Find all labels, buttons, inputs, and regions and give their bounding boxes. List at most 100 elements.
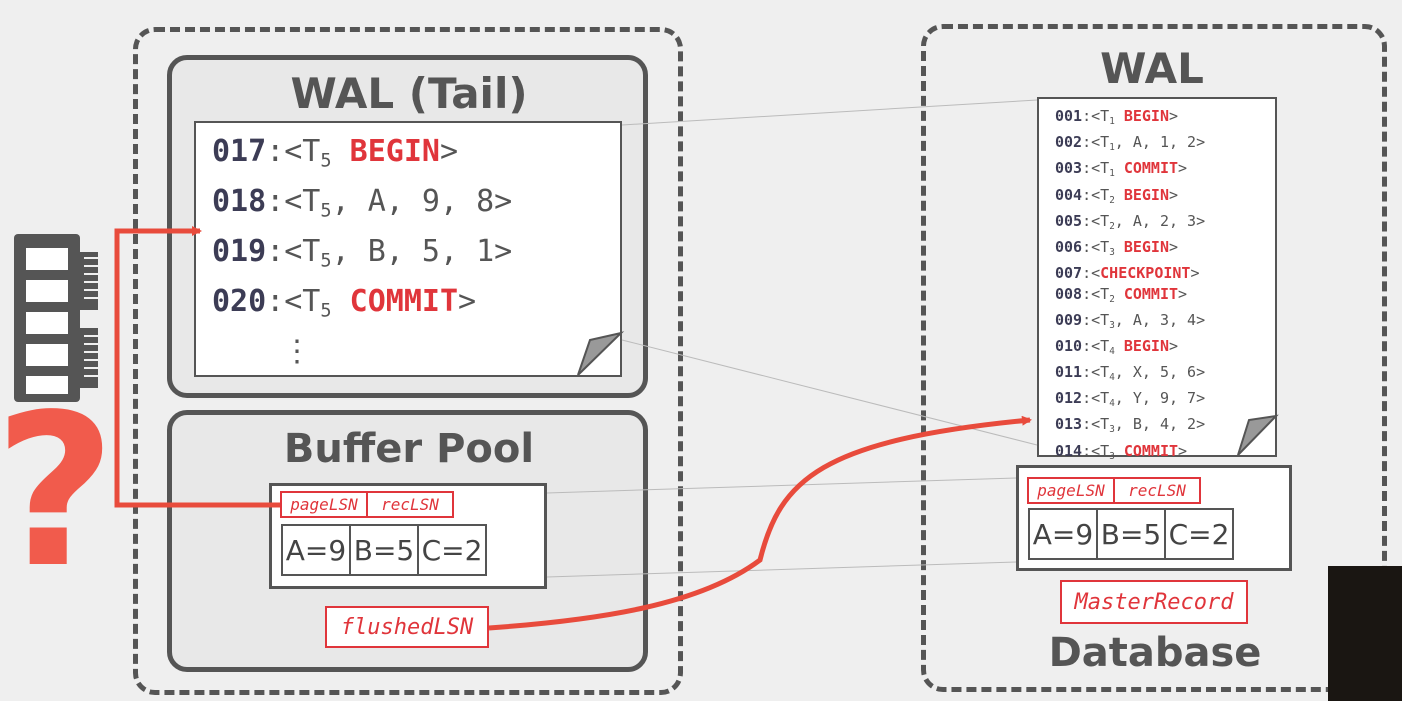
- webcam-overlay: [1328, 566, 1402, 701]
- log-txn-subscript: 3: [1109, 450, 1115, 462]
- wal-tail-document: 017:<T5 BEGIN>018:<T5, A, 9, 8>019:<T5, …: [194, 121, 622, 377]
- master-record-field: MasterRecord: [1060, 580, 1248, 624]
- log-keyword: CHECKPOINT: [1100, 264, 1191, 283]
- log-body: , A, 1, 2>: [1114, 133, 1206, 152]
- log-open: :<T: [1082, 107, 1110, 125]
- log-entry: 018:<T5, A, 9, 8>: [212, 182, 620, 232]
- log-entry: 006:<T3 BEGIN>: [1055, 237, 1275, 263]
- log-lsn: 005: [1055, 211, 1083, 230]
- log-txn-subscript: 5: [320, 200, 332, 222]
- log-body: , B, 4, 2>: [1114, 415, 1206, 434]
- log-txn-subscript: 2: [1109, 194, 1115, 206]
- log-keyword: COMMIT: [1123, 159, 1179, 178]
- log-open: :<: [1082, 264, 1101, 283]
- log-body: , B, 5, 1>: [331, 234, 513, 270]
- disk-wal-title: WAL: [1100, 44, 1204, 93]
- log-body: , A, 9, 8>: [331, 184, 513, 220]
- log-txn-subscript: 1: [1109, 168, 1115, 180]
- log-lsn: 004: [1055, 185, 1083, 204]
- page-lsn-to-wal-arrow: [114, 226, 280, 508]
- log-open: :<T: [1082, 363, 1110, 382]
- log-open: :<T: [1082, 284, 1110, 303]
- log-close: >: [458, 284, 477, 320]
- log-entry: 009:<T3, A, 3, 4>: [1055, 310, 1275, 336]
- log-keyword: BEGIN: [1123, 107, 1169, 125]
- buffer-pool-title: Buffer Pool: [283, 426, 535, 472]
- log-open: :<T: [1082, 336, 1110, 355]
- log-entry: 001:<T1 BEGIN>: [1055, 106, 1275, 132]
- log-close: >: [1168, 237, 1179, 256]
- log-open: :<T: [1082, 415, 1110, 434]
- log-close: >: [1168, 185, 1179, 204]
- log-lsn: 012: [1055, 389, 1083, 408]
- log-close: >: [1178, 441, 1188, 460]
- log-entry: 007:<CHECKPOINT>: [1055, 263, 1275, 283]
- log-open: :<T: [1082, 133, 1110, 152]
- buffer-cell-c: C=2: [417, 524, 487, 576]
- log-open: :<T: [1082, 237, 1110, 256]
- log-lsn: 003: [1055, 159, 1083, 178]
- log-open: :<T: [266, 134, 321, 169]
- log-entry: 019:<T5, B, 5, 1>: [212, 232, 620, 282]
- wal-tail-dogear: [577, 331, 625, 376]
- log-keyword: COMMIT: [1123, 284, 1179, 303]
- log-close: >: [1190, 264, 1200, 283]
- log-txn-subscript: 3: [1109, 319, 1115, 331]
- log-keyword: BEGIN: [1123, 237, 1169, 256]
- log-entry: 008:<T2 COMMIT>: [1055, 284, 1275, 310]
- log-body: , X, 5, 6>: [1114, 363, 1206, 382]
- log-close: >: [1178, 159, 1188, 178]
- disk-wal-document: 001:<T1 BEGIN>002:<T1, A, 1, 2>003:<T1 C…: [1037, 97, 1277, 514]
- disk-rec-lsn-field: recLSN: [1113, 477, 1201, 504]
- log-lsn: 010: [1055, 336, 1083, 355]
- log-open: :<T: [266, 184, 321, 220]
- log-entry: 017:<T5 BEGIN>: [212, 132, 620, 182]
- disk-cell-a: A=9: [1028, 508, 1098, 560]
- disk-cell-b: B=5: [1096, 508, 1166, 560]
- buffer-page-lsn-field: pageLSN: [280, 491, 368, 518]
- log-txn-subscript: 1: [1109, 141, 1115, 153]
- disk-wal-dogear: [1237, 414, 1279, 456]
- log-lsn: 017: [212, 134, 267, 169]
- log-keyword: COMMIT: [1123, 441, 1179, 460]
- log-lsn: 013: [1055, 415, 1083, 434]
- log-open: :<T: [1082, 159, 1110, 178]
- log-lsn: 008: [1055, 284, 1083, 303]
- log-close: >: [439, 134, 459, 169]
- log-entry: 013:<T3, B, 4, 2>: [1055, 414, 1275, 440]
- memory-chip-icon: [12, 232, 104, 404]
- wal-tail-ellipsis: ⋮: [282, 334, 312, 370]
- log-lsn: 014: [1055, 441, 1083, 460]
- log-open: :<T: [1082, 441, 1110, 460]
- disk-region: [921, 24, 1387, 692]
- log-keyword: COMMIT: [349, 284, 459, 320]
- log-txn-subscript: 5: [320, 150, 332, 172]
- log-lsn: 002: [1055, 133, 1083, 152]
- log-open: :<T: [1082, 310, 1110, 329]
- log-txn-subscript: 3: [1109, 424, 1115, 436]
- log-lsn: 006: [1055, 237, 1083, 256]
- log-entry: 005:<T2, A, 2, 3>: [1055, 211, 1275, 237]
- flushed-lsn-field: flushedLSN: [325, 606, 489, 648]
- log-txn-subscript: 4: [1109, 345, 1115, 357]
- log-keyword: BEGIN: [1123, 185, 1169, 204]
- log-txn-subscript: 3: [1109, 246, 1115, 258]
- log-entry: 010:<T4 BEGIN>: [1055, 336, 1275, 362]
- disk-cell-c: C=2: [1164, 508, 1234, 560]
- log-txn-subscript: 4: [1109, 371, 1115, 383]
- log-entry: 004:<T2 BEGIN>: [1055, 185, 1275, 211]
- log-open: :<T: [1082, 185, 1110, 204]
- flushed-lsn-to-disk-arrow: [488, 415, 1032, 631]
- log-txn-subscript: 5: [320, 300, 332, 322]
- log-close: >: [1168, 336, 1179, 355]
- log-txn-subscript: 2: [1109, 220, 1115, 232]
- log-lsn: 009: [1055, 310, 1083, 329]
- log-entry: 003:<T1 COMMIT>: [1055, 158, 1275, 184]
- log-body: , Y, 9, 7>: [1114, 389, 1206, 408]
- database-title: Database: [1048, 630, 1262, 676]
- log-open: :<T: [266, 284, 321, 320]
- buffer-cell-b: B=5: [349, 524, 419, 576]
- log-keyword: BEGIN: [1123, 336, 1169, 355]
- log-txn-subscript: 1: [1109, 115, 1115, 127]
